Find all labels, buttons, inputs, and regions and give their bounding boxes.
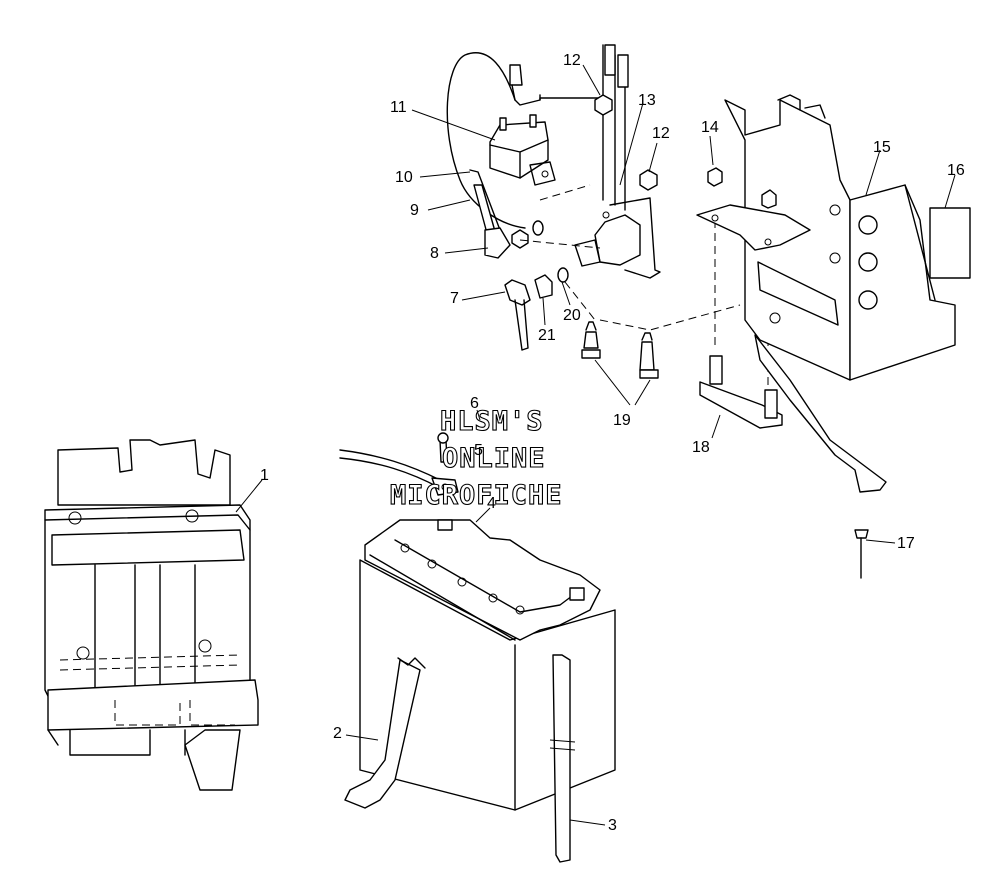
- battery: [359, 519, 616, 811]
- callout-leaders: [235, 64, 956, 826]
- regulator-switch: [574, 44, 661, 279]
- mounting-bracket: [696, 94, 971, 493]
- callout-16: 16: [947, 162, 965, 179]
- callout-11: 11: [390, 99, 407, 116]
- callout-14: 14: [701, 119, 719, 136]
- battery-tray: [44, 439, 259, 791]
- callout-3: 3: [608, 817, 617, 834]
- watermark-line-1: HLSM'S: [440, 406, 544, 437]
- callout-13: 13: [638, 92, 656, 109]
- watermark-line-3: MICROFICHE: [390, 480, 563, 511]
- callout-1: 1: [260, 467, 269, 484]
- watermark: HLSM'S ONLINE MICROFICHE: [389, 405, 563, 511]
- strap-part-2: [344, 657, 426, 809]
- cable-part-3: [549, 654, 576, 863]
- coil-assembly: [446, 52, 601, 229]
- callout-20: 20: [563, 307, 581, 324]
- callout-9: 9: [410, 202, 419, 219]
- spark-plug-wire: [469, 169, 511, 259]
- callout-10: 10: [395, 169, 413, 186]
- callout-17: 17: [897, 535, 915, 552]
- callout-8: 8: [430, 245, 439, 262]
- callout-18: 18: [692, 439, 710, 456]
- battery-lead-cable: [339, 432, 459, 496]
- callout-2: 2: [333, 725, 342, 742]
- callout-12a: 12: [563, 52, 581, 69]
- callout-labels: 1 2 3 4 5 6 7 8 9 10 11 12 12 13 14 15 1…: [260, 52, 965, 834]
- rivet-part-17: [854, 529, 869, 579]
- callout-21: 21: [538, 327, 556, 344]
- callout-15: 15: [873, 139, 891, 156]
- callout-12b: 12: [652, 125, 670, 142]
- callout-19: 19: [613, 412, 631, 429]
- small-hardware: [504, 220, 659, 379]
- callout-4: 4: [487, 495, 496, 512]
- callout-7: 7: [450, 290, 459, 307]
- bracket-pad-part-18: [699, 355, 783, 429]
- callout-6: 6: [470, 395, 479, 412]
- watermark-line-2: ONLINE: [442, 443, 546, 474]
- callout-5: 5: [474, 442, 483, 459]
